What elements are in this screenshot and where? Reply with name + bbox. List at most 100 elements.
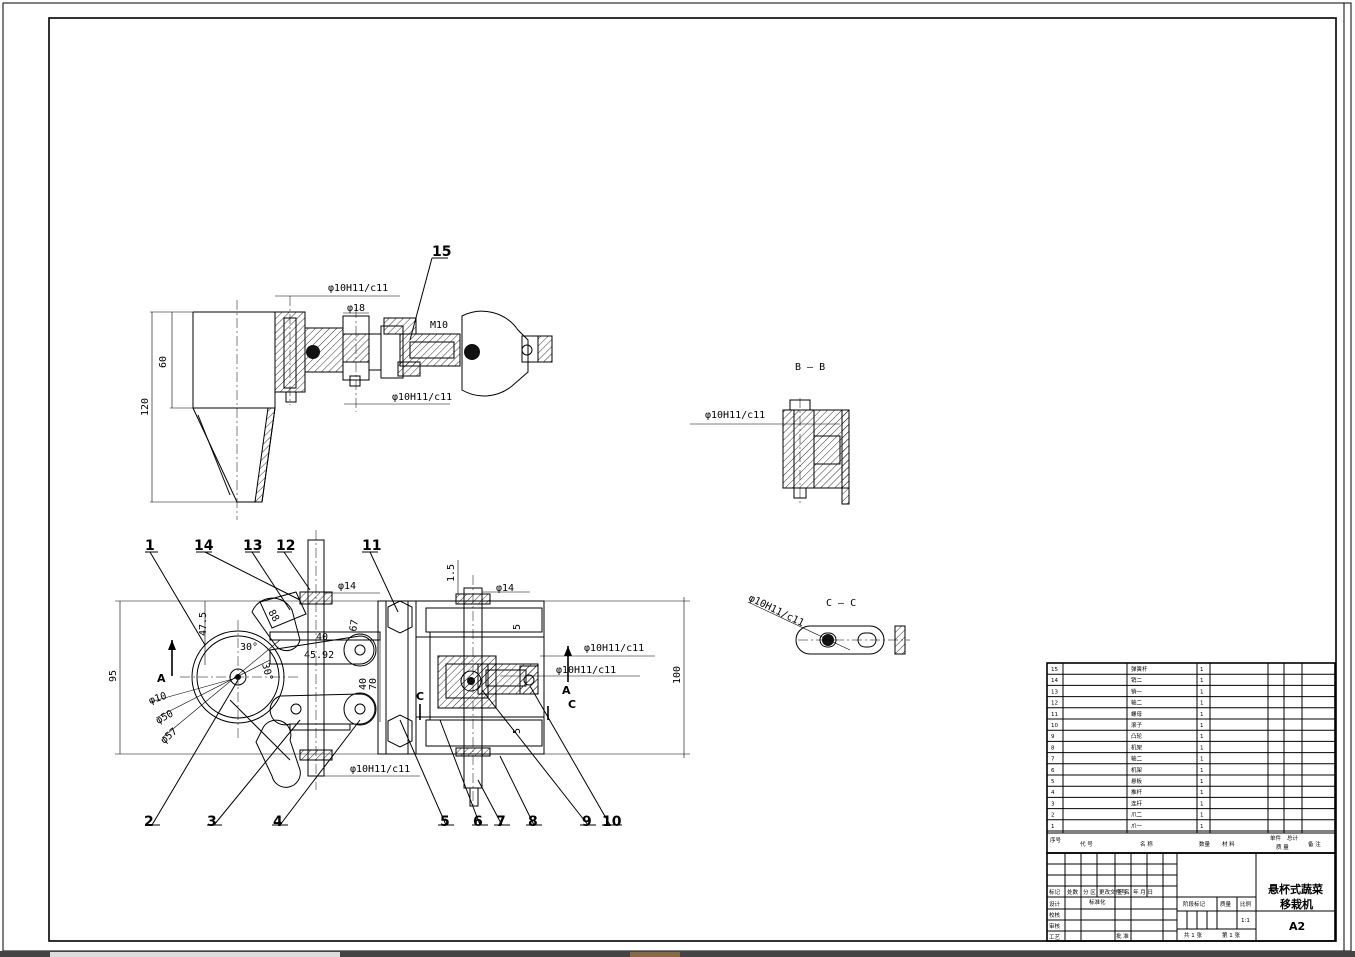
bom-row-qty: 1 <box>1200 723 1204 729</box>
bom-row-no: 10 <box>1051 723 1058 729</box>
bom-row-name: 爪一 <box>1131 824 1143 830</box>
sheet-size: A2 <box>1289 920 1305 933</box>
dim-d14a: φ14 <box>338 581 356 592</box>
tb-label: 处数 <box>1067 888 1079 896</box>
title-line-2: 移栽机 <box>1280 897 1313 911</box>
title-block: 悬杯式蔬菜 移栽机 A2 1:1 共 1 张 第 1 张 阶段标记 质量 比例 … <box>1046 852 1336 942</box>
bom-row-name: 机架 <box>1131 766 1143 774</box>
callout-10: 10 <box>602 814 622 830</box>
dim-120: 120 <box>140 398 151 416</box>
dim-60: 60 <box>158 356 169 368</box>
bom-row-qty: 1 <box>1200 790 1204 796</box>
bom-header-mass: 质 量 <box>1276 843 1289 851</box>
bom-row-qty: 1 <box>1200 734 1204 740</box>
section-bb-label: B — B <box>795 362 825 373</box>
bom-row-no: 13 <box>1051 689 1058 695</box>
section-c-left: C <box>416 690 424 703</box>
sheet-number: 第 1 张 <box>1222 931 1240 939</box>
callout-3: 3 <box>207 814 217 830</box>
bom-header-code: 代 号 <box>1080 840 1093 848</box>
weight-label: 质量 <box>1220 900 1232 908</box>
bom-row-no: 1 <box>1051 824 1055 830</box>
callout-9: 9 <box>582 814 592 830</box>
callout-6: 6 <box>473 814 483 830</box>
bom-header-no: 序号 <box>1050 836 1062 844</box>
ratio-label: 比例 <box>1240 900 1252 908</box>
section-c-right: C <box>568 698 576 711</box>
bom-row-no: 2 <box>1051 813 1055 819</box>
tb-label: 年 月 日 <box>1133 888 1153 896</box>
bom-row-no: 15 <box>1051 667 1058 673</box>
dim-fit2: φ10H11/c11 <box>392 392 452 403</box>
bom-row-no: 9 <box>1051 734 1055 740</box>
front-view: 95 100 47.5 φ14 <box>108 530 690 830</box>
dim-d57: φ57 <box>159 726 180 746</box>
dim-d10: φ10 <box>148 691 169 707</box>
tb-row-label: 校核 <box>1049 911 1061 919</box>
dim-fit-c: φ10H11/c11 <box>350 764 410 775</box>
bom-row-qty: 1 <box>1200 689 1204 695</box>
dim-70: 70 <box>368 678 379 690</box>
dim-30b: 30° <box>259 662 274 682</box>
callout-5: 5 <box>440 814 450 830</box>
bom-row-name: 悬板 <box>1131 777 1143 785</box>
tb-label: 分 区 <box>1083 888 1096 896</box>
callout-12: 12 <box>276 538 295 554</box>
dim-1-5: 1.5 <box>446 564 457 582</box>
bom-row-name: 爪二 <box>1131 813 1143 819</box>
callout-15: 15 <box>432 244 451 260</box>
bom-row-name: 弹簧杆 <box>1131 665 1148 673</box>
dim-40b: 40 <box>358 678 369 690</box>
callout-13: 13 <box>243 538 262 554</box>
dim-fit-b: φ10H11/c11 <box>556 665 616 676</box>
bb-fit: φ10H11/c11 <box>705 410 765 421</box>
tb-label: 签 名 <box>1117 888 1130 896</box>
bom-row-name: 机架 <box>1131 743 1143 751</box>
bom-header-total: 总计 <box>1287 834 1299 842</box>
bom-row-qty: 1 <box>1200 701 1204 707</box>
dim-100: 100 <box>672 666 683 684</box>
bom-header-name: 名 称 <box>1140 840 1153 848</box>
bom-header-qty: 数量 <box>1199 840 1211 848</box>
approve-label: 批 准 <box>1116 932 1129 940</box>
section-bb: B — B φ10H11/c11 <box>690 362 850 505</box>
bom-row-qty: 1 <box>1200 745 1204 751</box>
inner-frame <box>48 17 1337 942</box>
std-label: 标准化 <box>1089 898 1106 906</box>
scale-value: 1:1 <box>1241 918 1250 924</box>
dim-30a: 30° <box>240 642 258 653</box>
section-cc: C — C φ10H11/c11 <box>747 593 910 655</box>
tb-label: 更改文件号 <box>1099 888 1127 896</box>
bom-row-no: 5 <box>1051 779 1055 785</box>
dim-5a: 5 <box>512 624 523 630</box>
bom-header-material: 材 料 <box>1222 840 1235 848</box>
dim-m10: M10 <box>430 320 448 331</box>
tb-label: 标记 <box>1049 888 1061 896</box>
dim-45-92: 45.92 <box>304 650 334 661</box>
dim-fit1: φ10H11/c11 <box>328 283 388 294</box>
dim-d18: φ18 <box>347 303 365 314</box>
bom-row-name: 凸轮 <box>1131 732 1143 740</box>
bom-row-name: 推杆 <box>1131 788 1143 796</box>
bom-row-qty: 1 <box>1200 712 1204 718</box>
bom-row-qty: 1 <box>1200 779 1204 785</box>
bom-row-name: 轴二 <box>1131 699 1143 707</box>
bom-row-no: 6 <box>1051 768 1055 774</box>
tb-row-label: 审核 <box>1049 922 1061 930</box>
bom-row-qty: 1 <box>1200 801 1204 807</box>
callout-7: 7 <box>496 814 506 830</box>
dim-40a: 40 <box>316 632 328 643</box>
bom-row-qty: 1 <box>1200 678 1204 684</box>
dim-5b: 5 <box>512 728 523 734</box>
bom-header-unit: 单件 <box>1270 834 1282 842</box>
bom-row-name: 螺母 <box>1131 710 1143 718</box>
dim-fit-a: φ10H11/c11 <box>584 643 644 654</box>
dim-88: 88 <box>265 608 281 624</box>
dim-95: 95 <box>108 670 119 682</box>
bom-row-qty: 1 <box>1200 813 1204 819</box>
bom-row-no: 14 <box>1051 678 1058 684</box>
bom-row-qty: 1 <box>1200 768 1204 774</box>
sheet-total: 共 1 张 <box>1184 931 1202 939</box>
section-cc-label: C — C <box>826 598 856 609</box>
